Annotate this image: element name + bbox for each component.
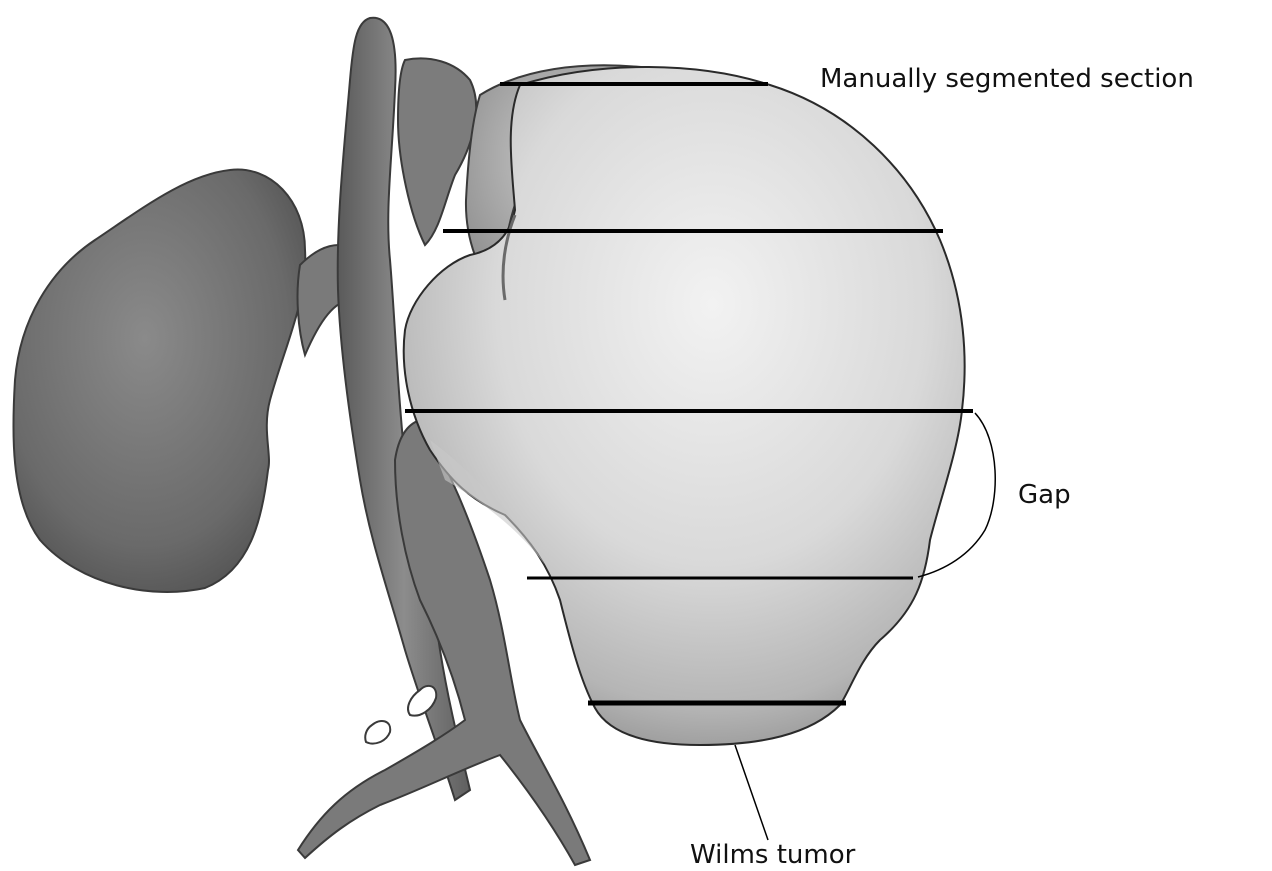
vessel-loop-2	[365, 721, 390, 744]
tumor-leader-line	[735, 745, 768, 840]
manual-segment-label: Manually segmented section	[820, 64, 1194, 94]
wilms-tumor-label: Wilms tumor	[690, 840, 855, 870]
gap-label: Gap	[1018, 480, 1071, 510]
secondary-vessel	[398, 58, 476, 245]
left-kidney	[13, 170, 305, 592]
